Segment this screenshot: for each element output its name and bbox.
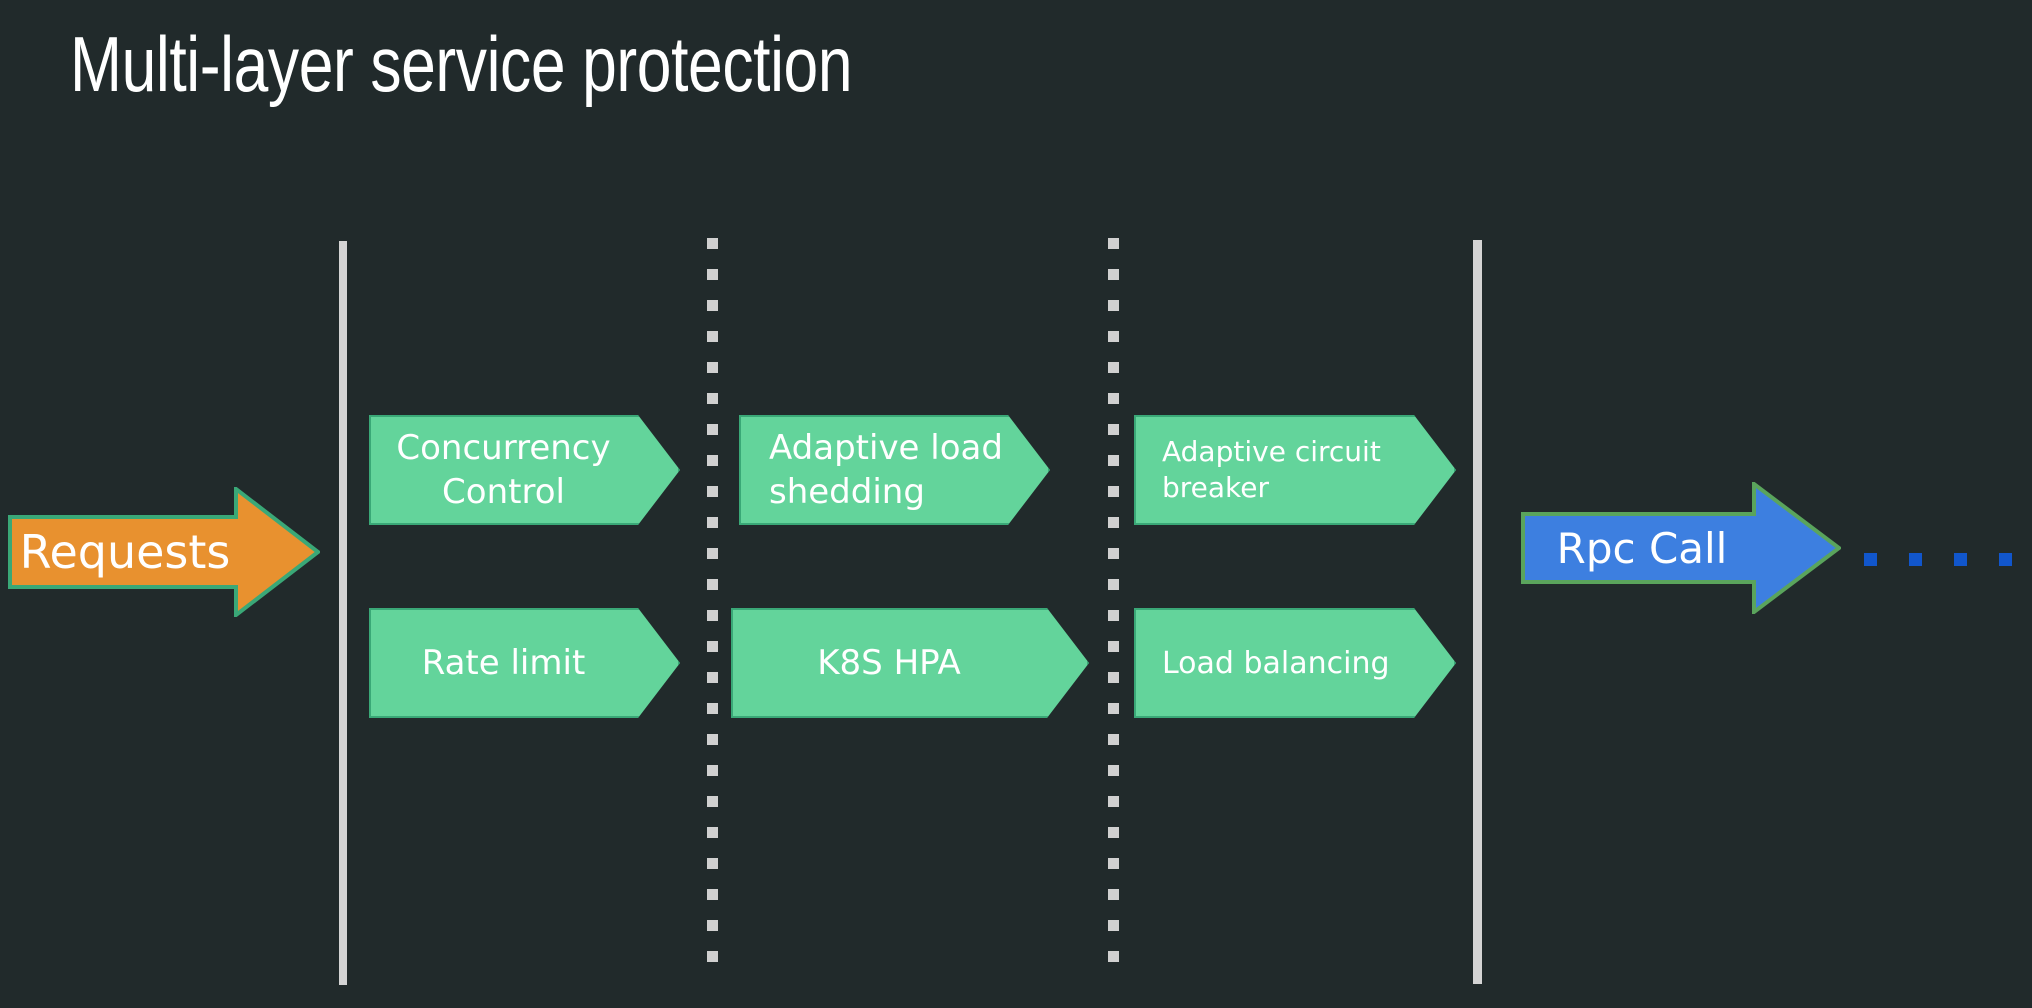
divider-dot [1108, 796, 1119, 807]
ellipsis-dots-icon [1864, 553, 2032, 566]
divider-dot [707, 858, 718, 869]
divider-dot [1108, 858, 1119, 869]
block-arrow-right-icon [1521, 479, 1843, 617]
divider-dot [707, 920, 718, 931]
divider-dot [1108, 641, 1119, 652]
divider-dot [1108, 765, 1119, 776]
divider-dot [1108, 827, 1119, 838]
divider-dot [707, 641, 718, 652]
trailing-dot [1909, 553, 1922, 566]
pipeline-end-divider [1473, 240, 1482, 984]
divider-dot [707, 889, 718, 900]
divider-dot [1108, 331, 1119, 342]
requests-arrow-label: Requests [19, 525, 231, 579]
divider-dot [707, 579, 718, 590]
stage-box-rate-limit: Rate limit [369, 608, 680, 718]
page-title: Multi-layer service protection [70, 20, 853, 108]
stage-divider-2 [1108, 238, 1119, 968]
divider-dot [1108, 300, 1119, 311]
divider-dot [707, 393, 718, 404]
divider-dot [1108, 951, 1119, 962]
stage-box-label: K8S HPA [817, 642, 961, 683]
divider-dot [1108, 920, 1119, 931]
divider-dot [1108, 455, 1119, 466]
divider-dot [707, 951, 718, 962]
divider-dot [1108, 889, 1119, 900]
divider-dot [1108, 486, 1119, 497]
divider-dot [707, 238, 718, 249]
divider-dot [1108, 269, 1119, 280]
divider-dot [707, 734, 718, 745]
divider-dot [707, 796, 718, 807]
divider-dot [707, 486, 718, 497]
requests-arrow: Requests [8, 484, 322, 620]
divider-dot [707, 331, 718, 342]
divider-dot [707, 672, 718, 683]
divider-dot [707, 703, 718, 714]
rpc-call-arrow: Rpc Call [1521, 479, 1843, 617]
divider-dot [1108, 610, 1119, 621]
divider-dot [1108, 517, 1119, 528]
rpc-call-arrow-label: Rpc Call [1556, 523, 1728, 573]
stage-box-label: Load balancing [1162, 645, 1390, 681]
stage-divider-1 [707, 238, 718, 968]
divider-dot [707, 517, 718, 528]
trailing-dot [1954, 553, 1967, 566]
stage-box-k8s-hpa: K8S HPA [731, 608, 1089, 718]
divider-dot [1108, 393, 1119, 404]
divider-dot [707, 765, 718, 776]
divider-dot [707, 300, 718, 311]
divider-dot [1108, 672, 1119, 683]
divider-dot [707, 424, 718, 435]
divider-dot [707, 269, 718, 280]
divider-dot [707, 548, 718, 559]
divider-dot [707, 610, 718, 621]
divider-dot [1108, 548, 1119, 559]
trailing-dot [1999, 553, 2012, 566]
block-arrow-right-icon [8, 484, 322, 620]
divider-dot [707, 455, 718, 466]
stage-box-load-balancing: Load balancing [1134, 608, 1456, 718]
divider-dot [1108, 703, 1119, 714]
stage-box-label: Rate limit [421, 642, 586, 683]
divider-dot [707, 362, 718, 373]
divider-dot [1108, 362, 1119, 373]
trailing-dot [1864, 553, 1877, 566]
divider-dot [1108, 734, 1119, 745]
pipeline-start-divider [339, 241, 347, 985]
divider-dot [1108, 424, 1119, 435]
divider-dot [1108, 579, 1119, 590]
divider-dot [707, 827, 718, 838]
divider-dot [1108, 238, 1119, 249]
